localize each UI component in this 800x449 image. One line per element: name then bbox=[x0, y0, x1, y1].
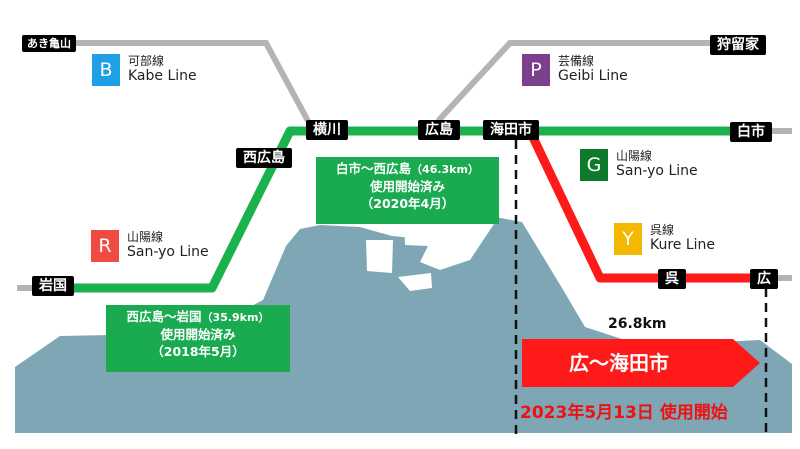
kabe-line bbox=[35, 40, 311, 123]
legend-name-jp: 山陽線 bbox=[127, 230, 164, 244]
section-name: 西広島～岩国 bbox=[126, 309, 202, 324]
legend-name-jp: 呉線 bbox=[650, 223, 675, 237]
section-distance: （46.3km） bbox=[411, 163, 479, 176]
new-section-start-date: 2023年5月13日 使用開始 bbox=[520, 403, 728, 423]
station-nishi-hiroshima: 西広島 bbox=[236, 148, 292, 168]
kabe-line-icon: B bbox=[92, 54, 120, 86]
section-date: （2020年4月） bbox=[360, 196, 455, 211]
station-hiroshima: 広島 bbox=[418, 120, 460, 140]
iwakuni-section-box: 西広島～岩国（35.9km） 使用開始済み （2018年5月） bbox=[106, 305, 290, 372]
legend-name-jp: 可部線 bbox=[128, 54, 165, 68]
new-section-arrow bbox=[522, 339, 760, 387]
section-distance: （35.9km） bbox=[201, 311, 270, 324]
saijo-section-box: 白市～西広島（46.3km） 使用開始済み （2020年4月） bbox=[316, 157, 499, 224]
legend-name-en: Geibi Line bbox=[558, 68, 628, 84]
station-karugaya: 狩留家 bbox=[710, 35, 766, 55]
geibi-line-icon: P bbox=[522, 54, 550, 86]
station-yokogawa: 横川 bbox=[306, 120, 348, 140]
geibi-line bbox=[435, 40, 730, 124]
new-section-distance: 26.8km bbox=[608, 316, 667, 332]
section-status: 使用開始済み bbox=[160, 327, 236, 342]
sanyo-line-west-icon: R bbox=[91, 230, 119, 262]
station-kure: 呉 bbox=[658, 269, 686, 289]
station-hiro: 広 bbox=[750, 269, 778, 289]
station-aki-kameyama: あき亀山 bbox=[22, 35, 76, 52]
legend-name-en: Kure Line bbox=[650, 237, 716, 253]
station-kaitaichi: 海田市 bbox=[483, 120, 539, 140]
station-saijo: 白市 bbox=[730, 122, 772, 142]
new-section-label: 広～海田市 bbox=[569, 351, 669, 375]
section-status: 使用開始済み bbox=[369, 179, 445, 194]
legend-name-en: San-yo Line bbox=[127, 244, 209, 260]
legend-name-jp: 山陽線 bbox=[616, 149, 653, 163]
section-date: （2018年5月） bbox=[151, 344, 245, 359]
legend-name-en: San-yo Line bbox=[616, 163, 698, 179]
kure-line bbox=[525, 129, 766, 283]
section-name: 白市～西広島 bbox=[336, 161, 412, 176]
kure-line-icon: Y bbox=[614, 223, 642, 255]
station-iwakuni: 岩国 bbox=[32, 276, 74, 296]
sanyo-line-east-icon: G bbox=[580, 149, 608, 181]
legend-name-jp: 芸備線 bbox=[558, 54, 595, 68]
legend-name-en: Kabe Line bbox=[128, 68, 197, 84]
